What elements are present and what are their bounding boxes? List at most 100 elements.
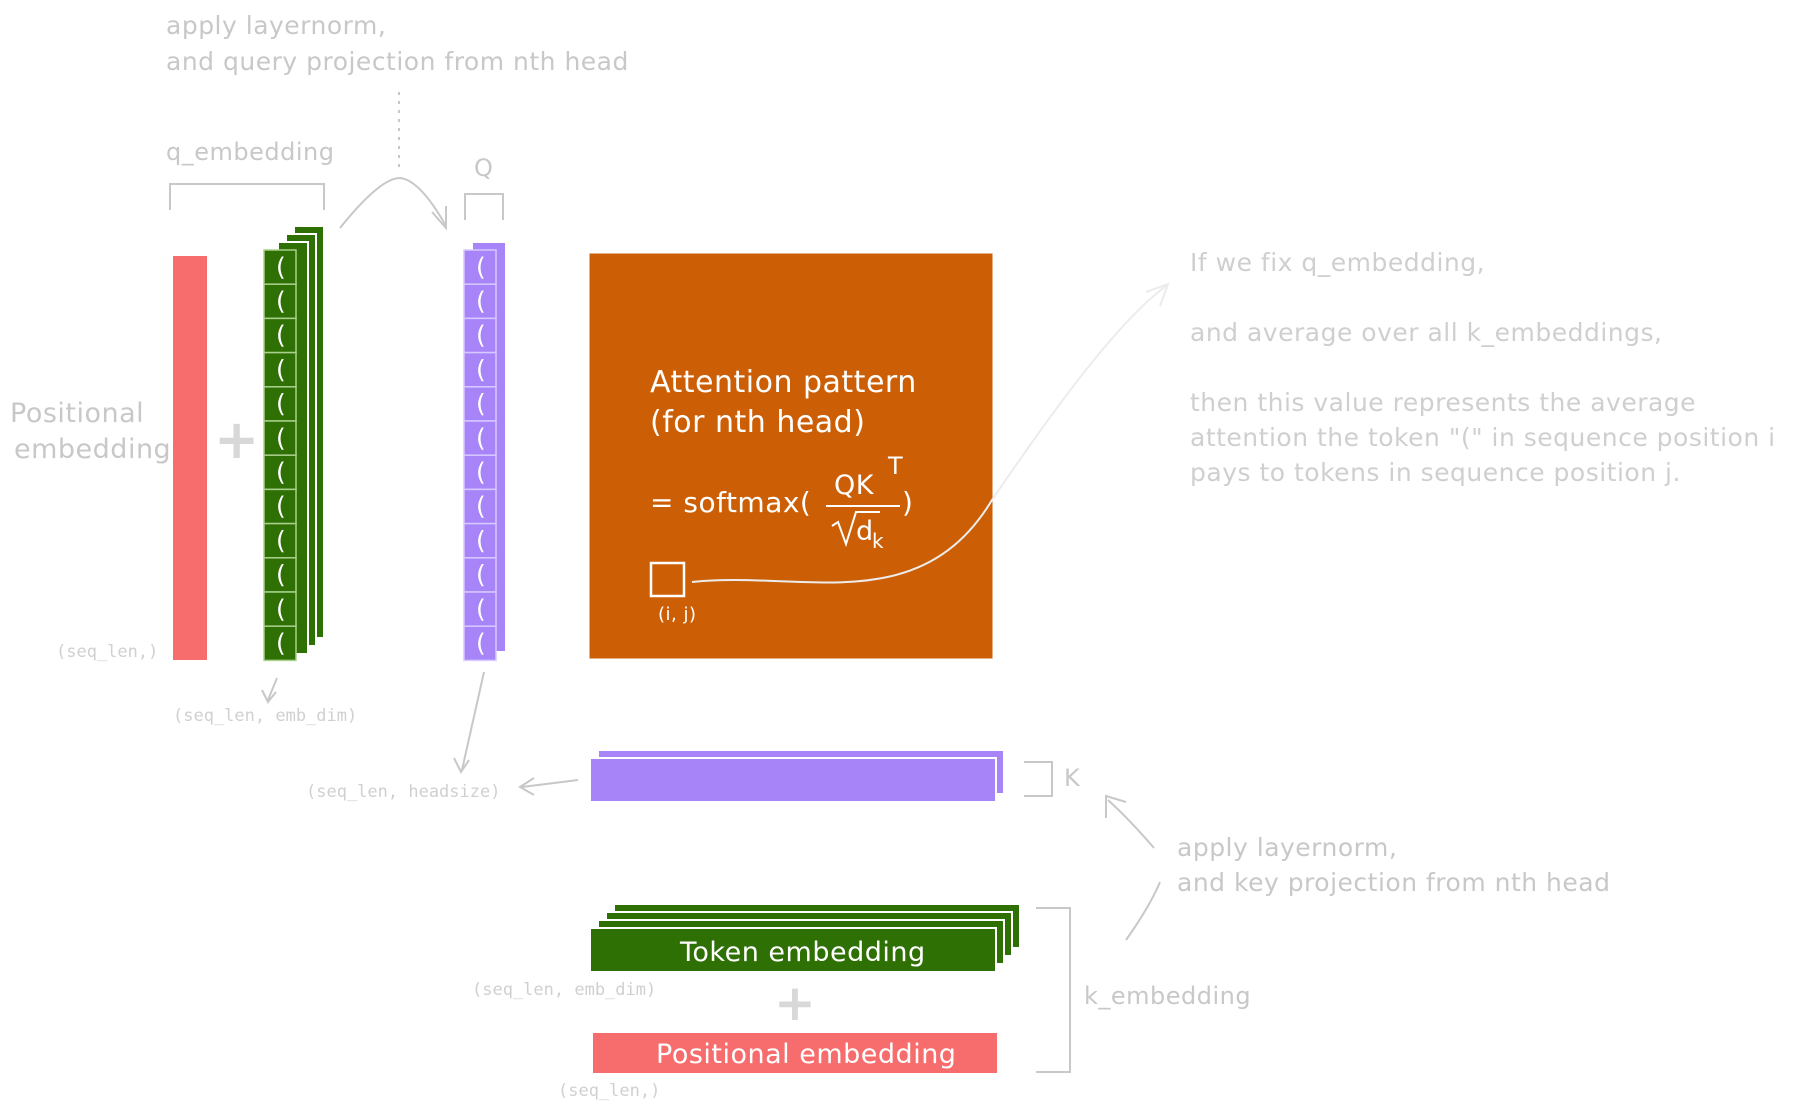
q-token-cell-glyph: ( (276, 594, 286, 623)
equation-denominator: d (856, 516, 874, 547)
q-matrix-cell (463, 625, 497, 662)
q-token-cell (263, 591, 297, 627)
q-matrix-cells: ( ( ( ( ( ( ( ( ( ( ( ( (463, 249, 497, 662)
q-token-cell (263, 522, 297, 559)
q-token-cell (263, 317, 297, 354)
q-matrix-cell-glyph: ( (476, 321, 486, 350)
token-embedding-label: Token embedding (679, 937, 926, 968)
q-token-cell-glyph: ( (276, 321, 286, 350)
equation-suffix: ) (902, 486, 913, 519)
q-token-cells: (((((((((((( (263, 249, 297, 662)
attention-cell-label: (i, j) (658, 604, 697, 625)
k-embedding-label: k_embedding (1084, 982, 1251, 1010)
q-matrix-cell-glyph: ( (476, 355, 486, 384)
q-matrix-cell (463, 557, 497, 593)
q-matrix-cell (463, 591, 497, 627)
query-annotation-line1: apply layernorm, (166, 11, 386, 40)
q-token-shape-arrowhead (261, 689, 277, 704)
q-shape-arrowhead (453, 757, 470, 774)
q-shape: (seq_len, headsize) (306, 782, 500, 802)
q-matrix-cell-glyph: ( (476, 287, 486, 316)
q-matrix-cell-glyph: ( (476, 252, 486, 281)
attention-title-line1: Attention pattern (650, 365, 917, 400)
q-matrix-cell-glyph: ( (476, 560, 486, 589)
k-shape-pointer (521, 779, 579, 788)
q-matrix-cell-glyph: ( (476, 389, 486, 418)
right-annotation-line2: and average over all k_embeddings, (1190, 318, 1662, 347)
positional-embedding-bar-label: Positional embedding (656, 1039, 956, 1070)
k-shape-arrowhead (518, 777, 535, 796)
k-positional-shape: (seq_len,) (558, 1081, 660, 1101)
right-annotation-line4: attention the token "(" in sequence posi… (1190, 423, 1776, 452)
q-matrix-cell (463, 522, 497, 559)
equation-superscript: T (887, 452, 903, 480)
q-token-cell-glyph: ( (276, 458, 286, 487)
q-bracket (464, 193, 504, 220)
attention-cell-arrowhead (1145, 282, 1170, 307)
key-annotation-line2: and key projection from nth head (1177, 868, 1610, 897)
q-token-cell (263, 386, 297, 422)
k-plus-sign: + (774, 974, 816, 1032)
q-positional-shape: (seq_len,) (56, 642, 158, 662)
q-matrix-cell-glyph: ( (476, 594, 486, 623)
q-token-cell-glyph: ( (276, 492, 286, 521)
q-token-embedding-stack: (((((((((((( (263, 225, 325, 662)
attention-cell-ij (649, 561, 686, 598)
q-matrix-cell (463, 420, 497, 456)
q-positional-embedding-bar (171, 254, 209, 662)
q-matrix-cell (463, 249, 497, 285)
equation-numerator: QK (834, 470, 875, 501)
q-matrix-cell (463, 454, 497, 491)
q-matrix-cell (463, 351, 497, 388)
q-plus-sign: + (214, 408, 259, 471)
key-annotation-line1: apply layernorm, (1177, 833, 1397, 862)
k-bracket (1024, 761, 1053, 797)
equation-prefix: = softmax( (650, 486, 811, 519)
q-token-cell-glyph: ( (276, 252, 286, 281)
right-annotation-line5: pays to tokens in sequence position j. (1190, 458, 1681, 487)
q-matrix-cell-glyph: ( (476, 458, 486, 487)
q-token-cell-glyph: ( (276, 389, 286, 418)
k-positional-embedding-bar (591, 1031, 999, 1075)
q-token-cell-glyph: ( (276, 355, 286, 384)
q-token-cell-glyph: ( (276, 526, 286, 555)
q-embedding-bracket (169, 183, 325, 210)
q-token-shape: (seq_len, emb_dim) (173, 706, 357, 726)
q-matrix-cell (463, 488, 497, 525)
attention-cell-curve (691, 285, 1167, 584)
q-matrix-cell (463, 283, 497, 320)
positional-embedding-label-line1: Positional (10, 398, 144, 429)
positional-embedding-label-line2: embedding (14, 434, 171, 465)
q-token-cell (263, 625, 297, 662)
q-matrix-cell-glyph: ( (476, 629, 486, 658)
q-matrix-cell-glyph: ( (476, 526, 486, 555)
q-label: Q (474, 154, 493, 182)
q-token-cell-glyph: ( (276, 629, 286, 658)
query-annotation-line2: and query projection from nth head (166, 47, 629, 76)
q-token-cell (263, 249, 297, 285)
q-token-cell (263, 488, 297, 525)
q-shape-pointer (461, 671, 485, 771)
k-matrix-layer-front (589, 757, 997, 803)
k-label: K (1064, 764, 1081, 792)
query-projection-arrowhead (431, 206, 447, 231)
q-token-shape-pointer (267, 677, 278, 701)
q-token-cell-glyph: ( (276, 423, 286, 452)
q-token-cell-glyph: ( (276, 287, 286, 316)
average-attention-annotation: If we fix q_embedding, and average over … (1190, 248, 1776, 487)
k-token-layer-front (589, 927, 997, 973)
key-projection-arrow (1107, 799, 1161, 941)
q-matrix-stack: ( ( ( ( ( ( ( ( ( ( ( ( (463, 241, 507, 662)
key-projection-arrowhead (1105, 794, 1127, 818)
k-matrix-stack (589, 749, 1005, 803)
attention-pattern-matrix (586, 250, 996, 662)
attention-title-line2: (for nth head) (650, 405, 865, 440)
right-annotation-line3: then this value represents the average (1190, 388, 1696, 417)
equation-denominator-sub: k (872, 529, 884, 553)
q-matrix-cell-glyph: ( (476, 423, 486, 452)
right-annotation-line1: If we fix q_embedding, (1190, 248, 1485, 277)
q-matrix-cell-glyph: ( (476, 492, 486, 521)
q-token-cell (263, 454, 297, 491)
k-embedding-bracket (1036, 907, 1071, 1073)
